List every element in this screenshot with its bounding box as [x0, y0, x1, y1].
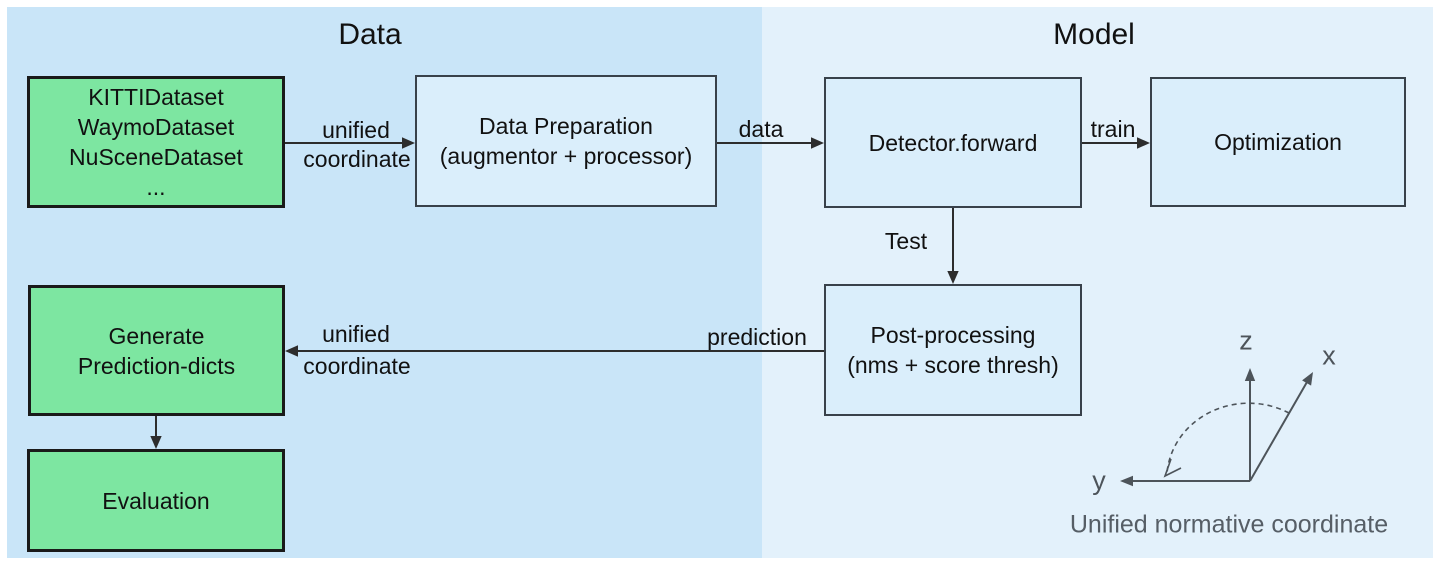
edge-label-test: Test — [884, 228, 928, 254]
generate-prediction-dicts-box: Generate Prediction-dicts — [28, 285, 285, 416]
edge-label-unified-bottom: unified — [322, 321, 390, 347]
data-section-title: Data — [338, 18, 402, 51]
edge-label-train: train — [1090, 116, 1136, 142]
evaluation-box: Evaluation — [27, 449, 285, 552]
edge-label-coordinate-bottom: coordinate — [303, 353, 411, 379]
edge-label-unified-top: unified — [322, 117, 390, 143]
post-processing-box: Post-processing (nms + score thresh) — [824, 284, 1082, 416]
edge-label-coordinate-top: coordinate — [303, 146, 411, 172]
data-preparation-box: Data Preparation (augmentor + processor) — [415, 75, 717, 207]
model-section-title: Model — [1053, 18, 1135, 51]
datasets-box: KITTIDataset WaymoDataset NuSceneDataset… — [27, 76, 285, 208]
detector-forward-box: Detector.forward — [824, 77, 1082, 208]
x-axis-label: x — [1322, 340, 1336, 371]
edge-label-prediction: prediction — [707, 324, 807, 350]
z-axis-label: z — [1239, 325, 1253, 356]
edge-label-data: data — [738, 116, 784, 142]
optimization-box: Optimization — [1150, 77, 1406, 207]
y-axis-label: y — [1092, 465, 1106, 496]
axes-caption: Unified normative coordinate — [1069, 510, 1389, 539]
